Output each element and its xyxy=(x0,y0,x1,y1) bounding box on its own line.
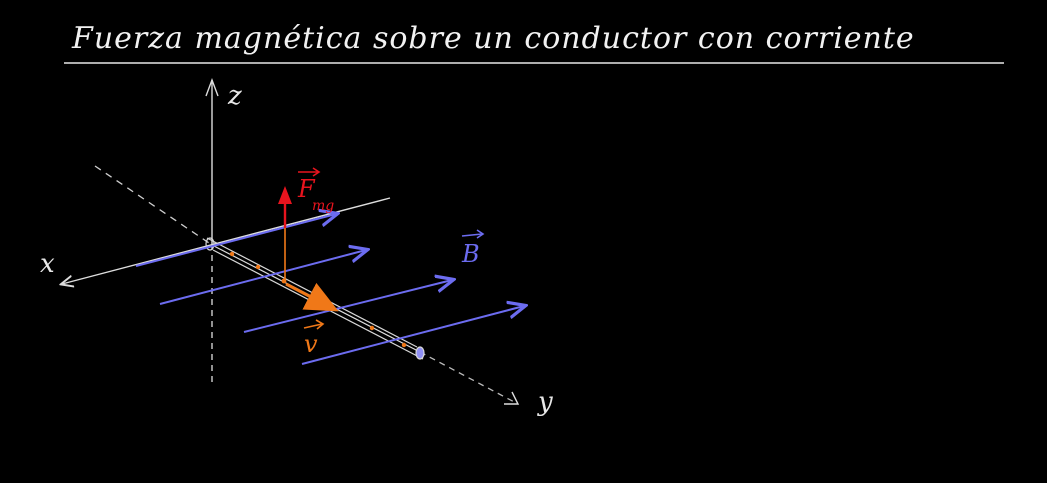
force-subscript: mg xyxy=(312,198,334,214)
x-axis-label: x xyxy=(40,249,55,279)
x-axis xyxy=(62,165,391,284)
field-line xyxy=(135,214,336,267)
y-axis-label: y xyxy=(537,387,553,417)
z-axis xyxy=(205,78,219,382)
force-vector-label: F mg xyxy=(297,167,334,214)
velocity-vector xyxy=(285,282,339,312)
velocity-symbol: v xyxy=(304,330,318,358)
charge-dot xyxy=(369,325,375,331)
force-symbol: F xyxy=(297,175,316,203)
charge-dot xyxy=(229,251,235,257)
field-line xyxy=(159,250,366,305)
z-axis-label: z xyxy=(227,81,242,111)
charge-carriers xyxy=(229,251,407,348)
field-vector-label: B xyxy=(461,229,485,268)
field-line xyxy=(301,306,524,365)
field-line xyxy=(243,280,452,333)
field-symbol: B xyxy=(461,240,480,268)
diagram-title: Fuerza magnética sobre un conductor con … xyxy=(71,21,915,56)
magnetic-field-lines xyxy=(135,214,524,365)
charge-dot xyxy=(401,342,407,348)
velocity-vector-label: v xyxy=(303,319,325,358)
force-vector xyxy=(278,186,292,283)
charge-dot xyxy=(255,264,261,270)
